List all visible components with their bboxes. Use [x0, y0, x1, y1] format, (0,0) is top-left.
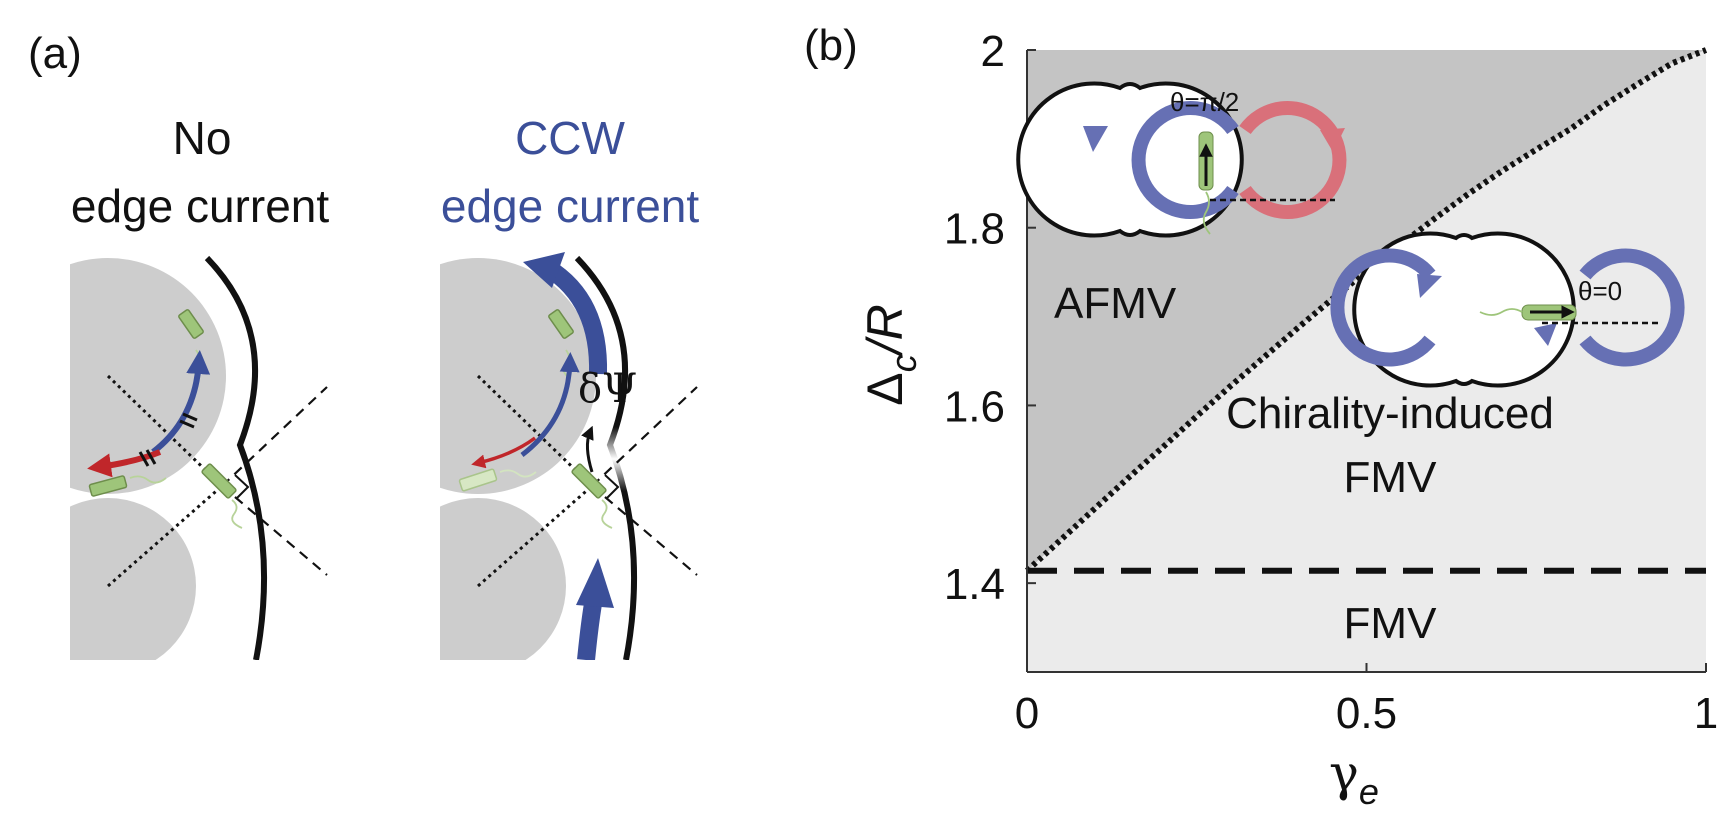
right-title-line1: CCW — [515, 112, 625, 164]
region-label-afmv: AFMV — [1054, 279, 1177, 328]
cw-circulation-arrow — [1239, 101, 1347, 219]
boundary-arc — [204, 255, 267, 660]
bacterium-upper — [178, 309, 204, 339]
red-trajectory-arrow — [87, 449, 162, 478]
y-tick-label: 1.6 — [944, 382, 1005, 431]
panel-a-label: (a) — [28, 29, 82, 78]
region-label-fmv: FMV — [1344, 599, 1438, 648]
delta-psi-label: δΨ — [578, 366, 637, 412]
lower-disk — [70, 498, 196, 660]
x-tick-label: 0.5 — [1336, 689, 1397, 738]
tick-mark-1 — [182, 412, 198, 422]
inset-angle-label-afmv: θ=π/2 — [1170, 87, 1239, 117]
bacterium-left — [88, 475, 128, 497]
ccw-circulation-arrowhead-right — [1534, 323, 1557, 346]
x-axis-label: γe — [1329, 744, 1379, 812]
dotted-line-upper — [106, 374, 224, 488]
dashed-line-b — [221, 485, 328, 576]
x-tick-label: 1 — [1694, 689, 1718, 738]
upper-disk — [70, 258, 226, 494]
y-axis-subscript: c — [883, 354, 924, 372]
delta-psi-arc-arrow — [581, 425, 594, 473]
disk-clip-left — [380, 250, 440, 670]
y-axis-suffix: /R — [857, 304, 913, 357]
bacterium-wall — [571, 463, 607, 499]
panel-b: (b) 1.4 1.6 1.8 2 0 0.5 1 γe Δc/R AFMV Chirali… — [804, 21, 1718, 812]
dotted-line-upper — [476, 374, 594, 488]
dotted-boundary-curve — [1024, 47, 1708, 573]
flagella-wall — [601, 499, 613, 529]
flagella — [1202, 191, 1211, 235]
bacterium-wall — [201, 463, 237, 499]
y-tick-label: 1.8 — [944, 205, 1005, 254]
dashed-line-a — [591, 386, 698, 487]
dashed-line-b — [591, 485, 698, 576]
bacterium-left-faded — [458, 468, 498, 492]
edge-current-lower-arrowhead — [576, 558, 614, 608]
phase-diagram: 1.4 1.6 1.8 2 0 0.5 1 γe Δc/R AFMV Chirality-i… — [857, 27, 1718, 812]
x-axis-symbol: γ — [1329, 744, 1359, 802]
x-tick-label: 0 — [1015, 689, 1039, 738]
dashed-line-a — [221, 386, 328, 487]
y-axis-label: Δc/R — [857, 304, 924, 405]
bacterium-upper — [548, 309, 574, 339]
disk-clip-left — [0, 250, 70, 670]
dotted-line-lower — [107, 484, 223, 588]
schematic-no-edge-current — [0, 250, 328, 670]
tick-mark-4 — [145, 449, 157, 465]
panel-a: (a) No edge current CCW edge current — [0, 29, 699, 670]
panel-b-label: (b) — [804, 21, 858, 70]
lower-disk — [440, 498, 566, 660]
left-title-line1: No — [173, 112, 232, 164]
y-axis-symbol: Δ — [857, 372, 913, 405]
ccw-circulation-arrow-right — [1579, 248, 1685, 367]
edge-current-upper-arrow — [543, 260, 608, 375]
edge-current-lower-arrow — [577, 596, 603, 660]
ccw-circulation-arrow-left — [1330, 248, 1436, 367]
red-trajectory-arrow — [471, 436, 537, 469]
schematic-ccw-edge-current — [380, 250, 698, 670]
double-well-outline — [1016, 81, 1244, 238]
tick-mark-3 — [138, 451, 150, 467]
region-label-chiral-line2: FMV — [1344, 453, 1438, 502]
dotted-line-lower — [477, 484, 593, 588]
boundary-arc — [574, 255, 637, 660]
flagella-left — [499, 469, 537, 478]
ccw-circulation-arrowhead — [1083, 126, 1108, 152]
ccw-circulation-arrow — [1131, 101, 1239, 219]
ccw-circulation-arrowhead-left — [1417, 274, 1442, 298]
blue-trajectory-arrow — [520, 352, 580, 457]
flagella-left — [129, 475, 167, 484]
inset-angle-label-fmv: θ=0 — [1578, 276, 1622, 306]
right-title-line2: edge current — [441, 180, 699, 232]
right-angle-mark — [604, 474, 620, 500]
flagella — [1479, 308, 1523, 316]
x-axis-subscript: e — [1359, 771, 1379, 812]
inset-fmv-double-well: θ=0 — [1330, 231, 1685, 388]
inset-afmv-double-well: θ=π/2 — [1016, 81, 1347, 238]
tick-mark-2 — [179, 419, 195, 429]
tick-labels: 1.4 1.6 1.8 2 0 0.5 1 — [944, 27, 1718, 738]
y-tick-label: 2 — [981, 27, 1005, 76]
cw-circulation-arrowhead — [1320, 128, 1345, 152]
edge-current-upper-arrowhead — [523, 252, 565, 288]
y-tick-label: 1.4 — [944, 560, 1005, 609]
region-label-chiral-line1: Chirality-induced — [1226, 389, 1554, 438]
right-angle-mark — [234, 474, 250, 500]
left-title-line2: edge current — [71, 180, 329, 232]
flagella-wall — [231, 499, 243, 529]
double-well-outline — [1352, 231, 1576, 388]
